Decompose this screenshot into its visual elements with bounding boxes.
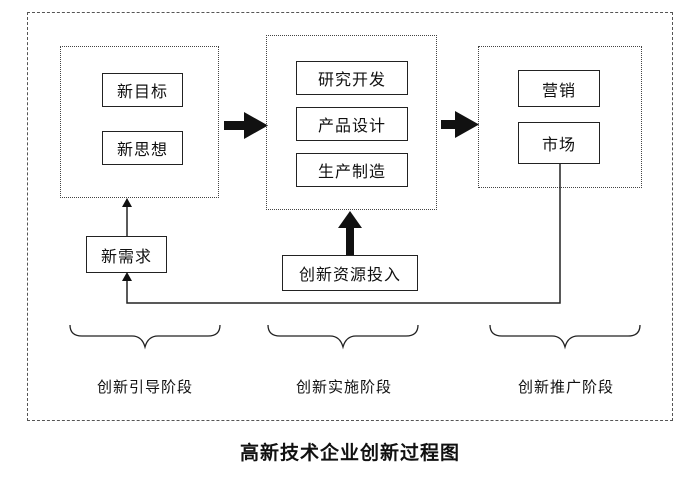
- new-need-box: 新需求: [86, 236, 167, 273]
- stage-guidance-container: [60, 46, 219, 198]
- marketing-box: 营销: [518, 70, 600, 107]
- stage-implementation-label: 创新实施阶段: [295, 378, 392, 396]
- outer-frame: [27, 12, 673, 421]
- rd-box: 研究开发: [296, 61, 408, 95]
- new-idea-box: 新思想: [102, 131, 183, 165]
- stage-promotion-container: [478, 46, 642, 188]
- manufacturing-box: 生产制造: [296, 153, 408, 187]
- new-goal-box: 新目标: [102, 73, 183, 107]
- market-box: 市场: [518, 122, 600, 164]
- product-design-box: 产品设计: [296, 107, 408, 141]
- resource-input-box: 创新资源投入: [282, 255, 418, 291]
- stage-promotion-label: 创新推广阶段: [517, 378, 614, 396]
- figure-caption: 高新技术企业创新过程图: [239, 442, 460, 464]
- stage-guidance-label: 创新引导阶段: [96, 378, 193, 396]
